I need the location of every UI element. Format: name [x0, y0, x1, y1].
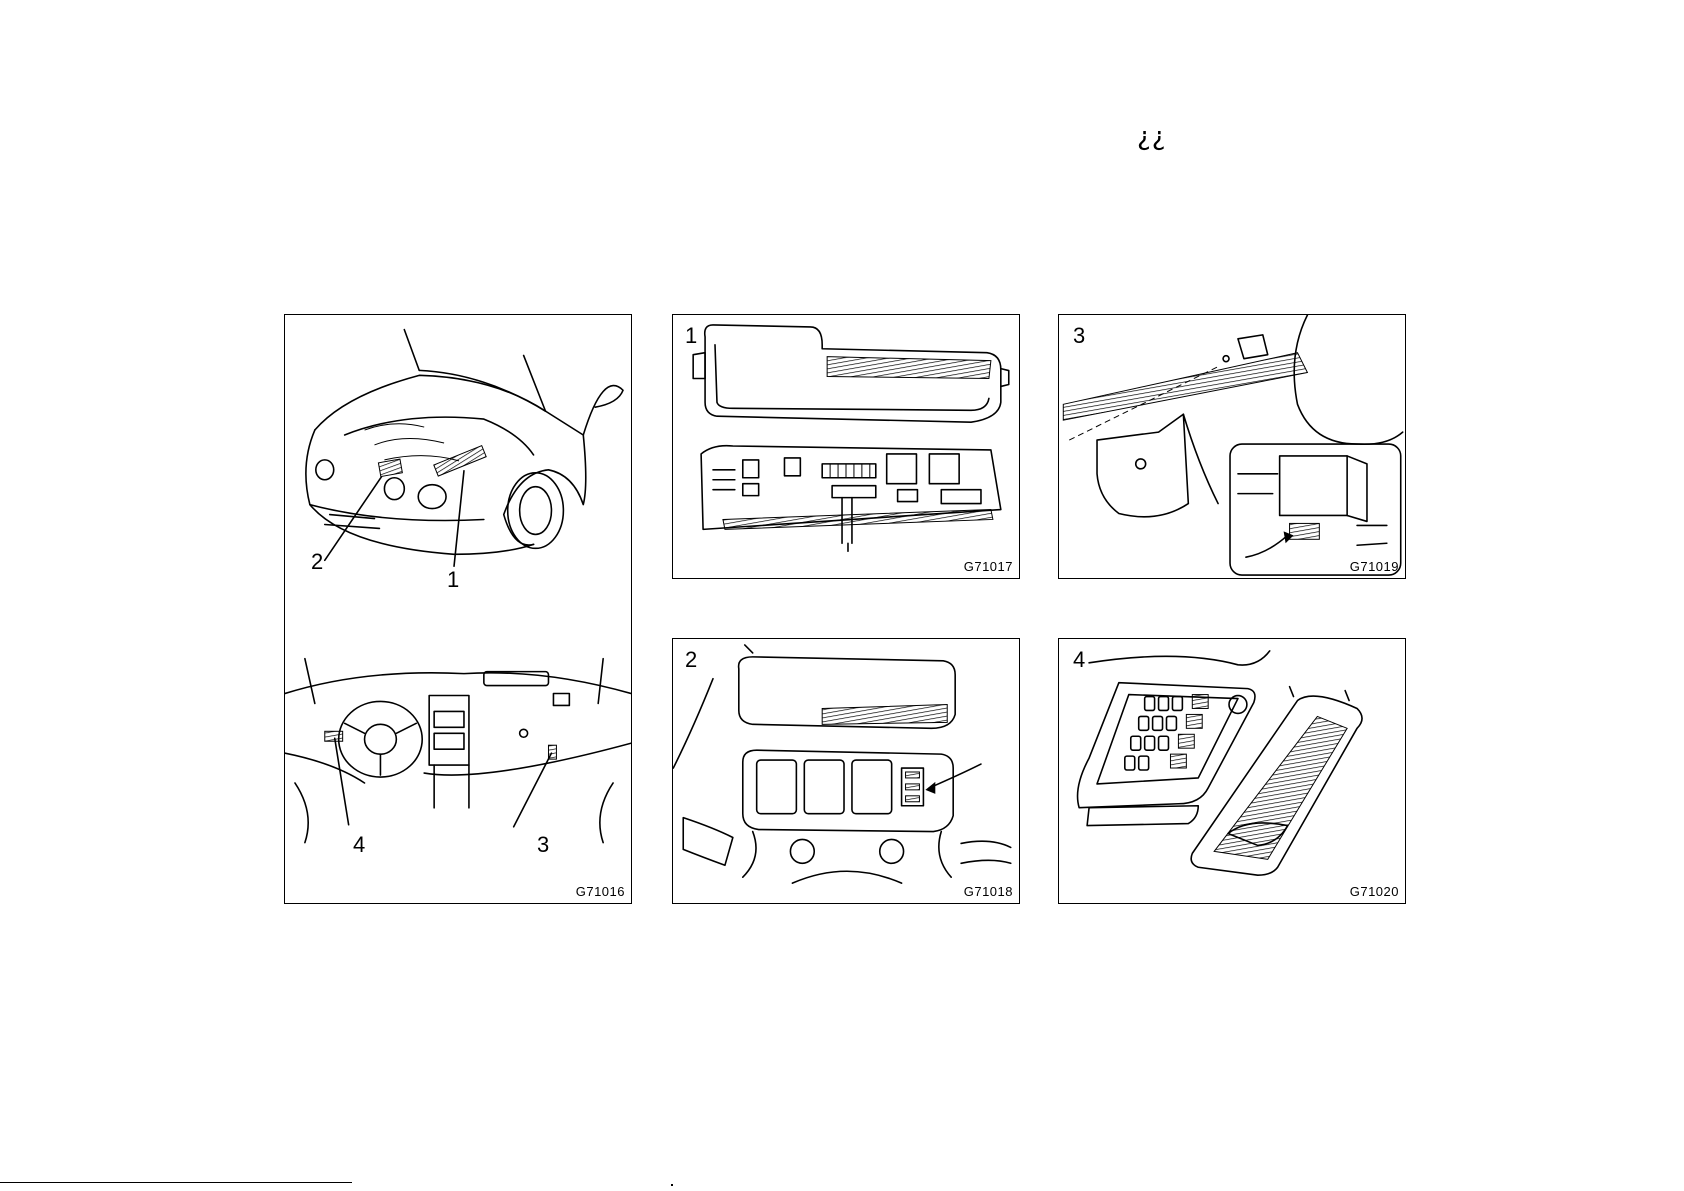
detail-figure-2: 2 G71018: [672, 638, 1020, 904]
engine-fuse-box-illustration: [673, 315, 1019, 578]
panel-number: 3: [1073, 325, 1085, 347]
footer-rule: [0, 1182, 352, 1183]
figure-code: G71020: [1350, 884, 1399, 899]
detail-figure-3: 3 G71019: [1058, 314, 1406, 579]
figure-code: G71019: [1350, 559, 1399, 574]
driver-side-fuse-block-illustration: [1059, 639, 1405, 903]
passenger-side-relay-illustration: [1059, 315, 1405, 578]
callout-1: 1: [447, 569, 459, 591]
page-header-mark: ¿¿: [1137, 124, 1167, 150]
overview-figure: 2 1 4 3 G71016: [284, 314, 632, 904]
relay-block-illustration: [673, 639, 1019, 903]
panel-number: 1: [685, 325, 697, 347]
panel-number: 2: [685, 649, 697, 671]
figure-code: G71017: [964, 559, 1013, 574]
footer-mark: [671, 1184, 673, 1186]
car-and-dashboard-illustration: [285, 315, 631, 903]
callout-3: 3: [537, 834, 549, 856]
detail-figure-1: 1 G71017: [672, 314, 1020, 579]
detail-figure-4: 4 G71020: [1058, 638, 1406, 904]
figure-code: G71018: [964, 884, 1013, 899]
panel-number: 4: [1073, 649, 1085, 671]
figure-code: G71016: [576, 884, 625, 899]
callout-2: 2: [311, 551, 323, 573]
callout-4: 4: [353, 834, 365, 856]
